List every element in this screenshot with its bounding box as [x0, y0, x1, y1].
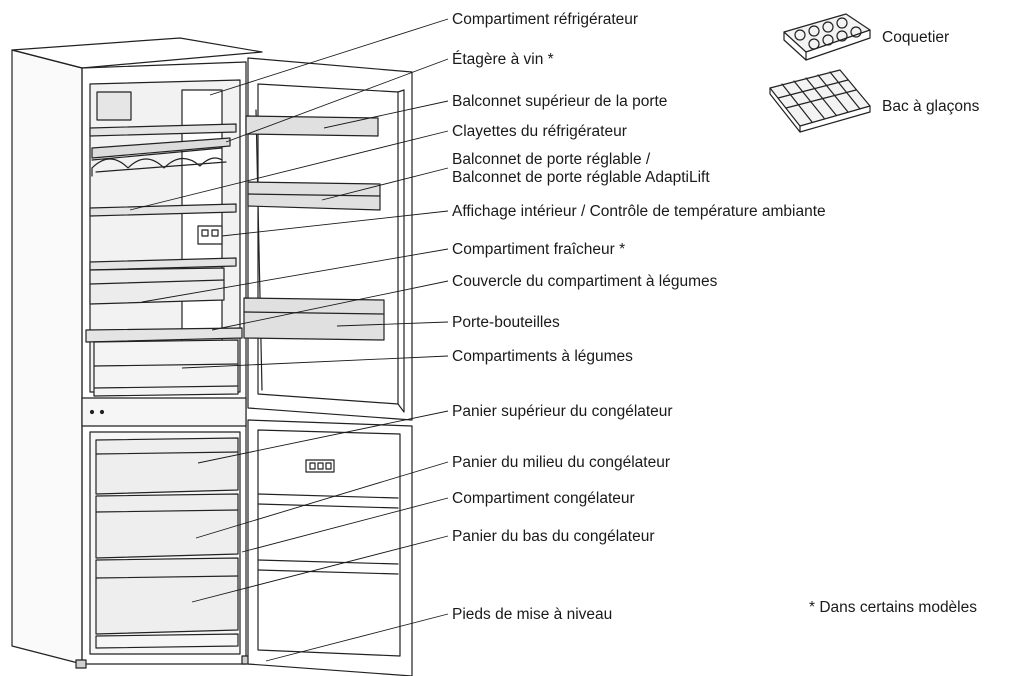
label-bottle-holder: Porte-bouteilles: [452, 314, 560, 331]
label-chiller: Compartiment fraîcheur *: [452, 241, 626, 258]
leader-freezer-middle: [195, 461, 449, 539]
leader-fridge-compartment: [209, 18, 449, 96]
fridge-shelves: [89, 123, 237, 271]
leader-crispers: [181, 355, 449, 369]
leader-bottle-holder: [336, 321, 449, 327]
leader-fridge-shelves: [129, 130, 449, 211]
leader-crisper-cover: [211, 280, 449, 331]
label-adjustable-balcony-line2: Balconnet de porte réglable AdaptiLift: [452, 169, 710, 186]
egg-tray-illustration: [783, 13, 871, 61]
leader-interior-display: [221, 210, 449, 237]
label-freezer-compartment: Compartiment congélateur: [452, 490, 635, 507]
leader-adjustable-balcony: [321, 167, 449, 201]
freezer-baskets: [89, 431, 241, 655]
label-leveling-feet: Pieds de mise à niveau: [452, 606, 613, 623]
leader-upper-door-balcony: [323, 100, 449, 129]
leader-wine-shelf: [225, 58, 449, 143]
leveling-feet: [75, 655, 255, 669]
label-freezer-top-basket: Panier supérieur du congélateur: [452, 403, 673, 420]
leader-lines: [129, 18, 449, 662]
label-crisper-cover: Couvercle du compartiment à légumes: [452, 273, 718, 290]
leader-chiller: [141, 248, 449, 303]
label-freezer-middle-basket: Panier du milieu du congélateur: [452, 454, 670, 471]
label-upper-door-balcony: Balconnet supérieur de la porte: [452, 93, 668, 110]
label-egg-tray: Coquetier: [882, 29, 950, 46]
label-adjustable-balcony-line1: Balconnet de porte réglable /: [452, 151, 651, 168]
label-interior-display: Affichage intérieur / Contrôle de tempér…: [452, 203, 826, 220]
footnote: * Dans certains modèles: [809, 599, 977, 616]
leader-leveling-feet: [265, 613, 449, 662]
ice-tray-illustration: [769, 69, 871, 133]
label-crispers: Compartiments à légumes: [452, 348, 633, 365]
freezer-door: [247, 419, 413, 676]
chiller-and-crispers: [85, 267, 243, 397]
leader-freezer-compartment: [241, 497, 449, 553]
label-freezer-bottom-basket: Panier du bas du congélateur: [452, 528, 655, 545]
leader-freezer-bottom: [191, 535, 449, 603]
fridge-door: [243, 57, 413, 421]
label-fridge-compartment: Compartiment réfrigérateur: [452, 11, 639, 28]
leader-freezer-top: [197, 410, 449, 464]
label-wine-shelf: Étagère à vin *: [452, 51, 554, 68]
wine-rack: [91, 137, 231, 177]
label-fridge-shelves: Clayettes du réfrigérateur: [452, 123, 627, 140]
label-ice-tray: Bac à glaçons: [882, 98, 980, 115]
